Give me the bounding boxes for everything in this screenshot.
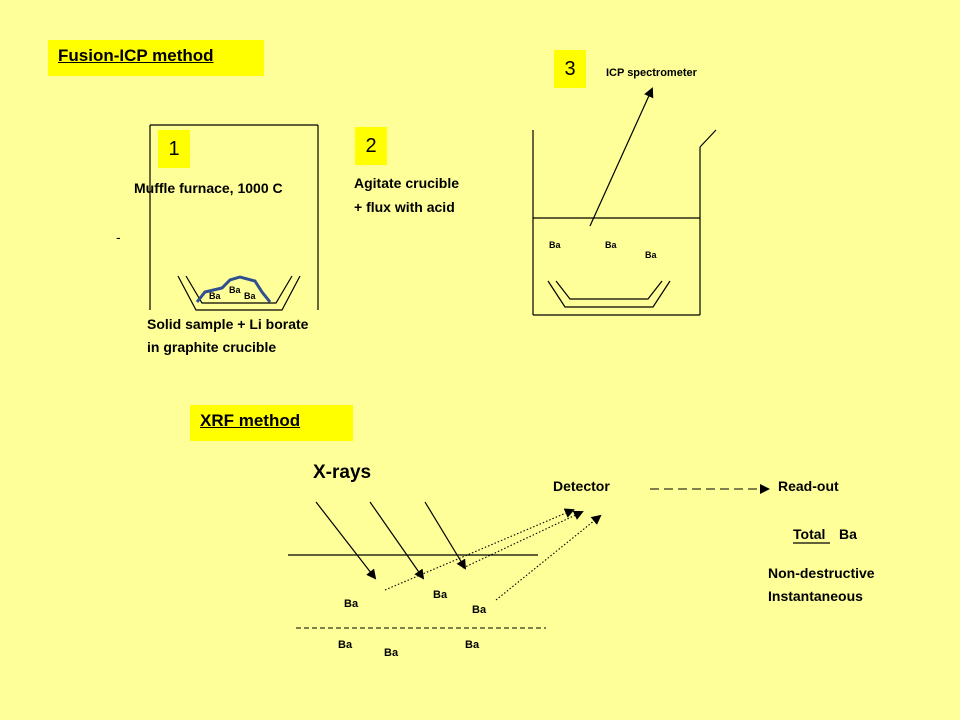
graphite-crucible	[177, 275, 301, 311]
step-1-badge: 1	[158, 130, 190, 168]
xray-incident-arrow	[424, 501, 467, 570]
step-2-badge: 2	[355, 127, 387, 165]
icp-spectrometer-label: ICP spectrometer	[606, 67, 697, 79]
detector-label: Detector	[553, 478, 610, 494]
furnace-label: Muffle furnace, 1000 C	[134, 180, 283, 196]
melt-line	[195, 275, 272, 303]
fusion-icp-title-text: Fusion-ICP method	[58, 46, 214, 65]
ba-label: Ba	[229, 285, 241, 295]
readout-label: Read-out	[778, 478, 839, 494]
crucible-in-beaker	[547, 280, 671, 308]
ba-label: Ba	[338, 639, 353, 651]
ba-label: Ba	[549, 240, 561, 250]
agitate-label-line1: Agitate crucible	[354, 175, 460, 191]
fusion-icp-title: Fusion-ICP method	[48, 40, 264, 76]
instantaneous-label: Instantaneous	[768, 588, 863, 604]
sample-label-line1: Solid sample + Li borate	[147, 316, 309, 332]
muffle-furnace	[149, 124, 319, 310]
xrf-title-text: XRF method	[200, 411, 301, 430]
ba-label: Ba	[344, 598, 359, 610]
total-ba-label: Ba	[839, 526, 857, 542]
fluorescence-dotted-arrow	[384, 508, 575, 591]
xray-incident-arrow	[369, 501, 425, 580]
ba-label: Ba	[433, 589, 448, 601]
xray-incident-arrow	[315, 501, 377, 580]
xrays-label: X-rays	[313, 462, 372, 483]
ba-label: Ba	[465, 639, 480, 651]
ba-label: Ba	[209, 291, 221, 301]
icp-arrow	[589, 87, 654, 227]
sample-label-line2: in graphite crucible	[147, 339, 277, 355]
fluorescence-dotted-arrow	[462, 510, 584, 569]
ba-label: Ba	[384, 647, 399, 659]
step-3-badge: 3	[554, 50, 586, 88]
ba-label: Ba	[645, 250, 657, 260]
nondestructive-label: Non-destructive	[768, 565, 875, 581]
fluorescence-dotted-arrow	[495, 514, 602, 601]
ba-label: Ba	[472, 604, 487, 616]
total-label: Total	[793, 526, 826, 542]
xrf-title: XRF method	[190, 405, 353, 441]
dash-mark: -	[116, 229, 121, 245]
agitate-label-line2: + flux with acid	[354, 199, 455, 215]
icp-beaker	[532, 129, 717, 316]
ba-label: Ba	[244, 291, 256, 301]
ba-label: Ba	[605, 240, 617, 250]
